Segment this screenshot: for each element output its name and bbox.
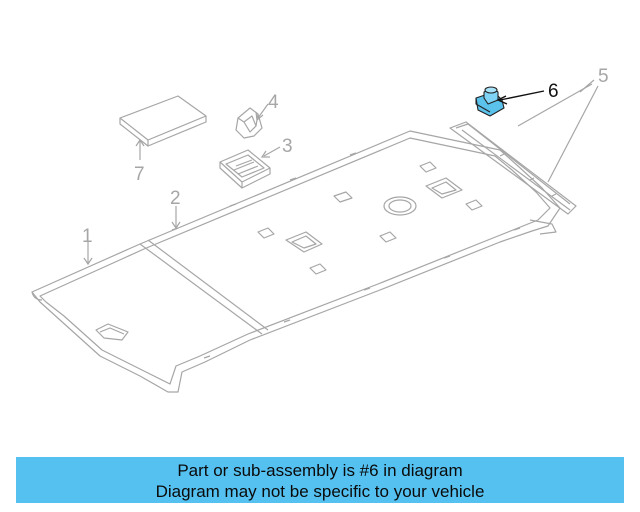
banner-line-part-number: Part or sub-assembly is #6 in diagram [177,461,463,480]
callout-4[interactable]: 4 [268,92,279,113]
highlighted-clip-part-6[interactable] [475,86,505,117]
info-banner: Part or sub-assembly is #6 in diagram Di… [16,457,624,503]
callout-6[interactable]: 6 [548,81,559,102]
callout-3[interactable]: 3 [282,136,293,157]
leader-line-6 [496,90,545,105]
visor-pad-part [119,95,207,147]
callout-1[interactable]: 1 [82,226,93,247]
callout-2[interactable]: 2 [170,188,181,209]
light-housing-part [219,149,271,189]
parts-diagram: 1 2 3 4 5 6 7 [31,66,609,393]
callout-5[interactable]: 5 [598,66,609,87]
leader-lines [83,79,599,266]
headliner-panel [31,130,561,393]
banner-line-disclaimer: Diagram may not be specific to your vehi… [155,482,485,501]
callout-7[interactable]: 7 [134,164,145,185]
rear-trim-strip [449,121,577,215]
clip-bracket-part [235,107,263,139]
